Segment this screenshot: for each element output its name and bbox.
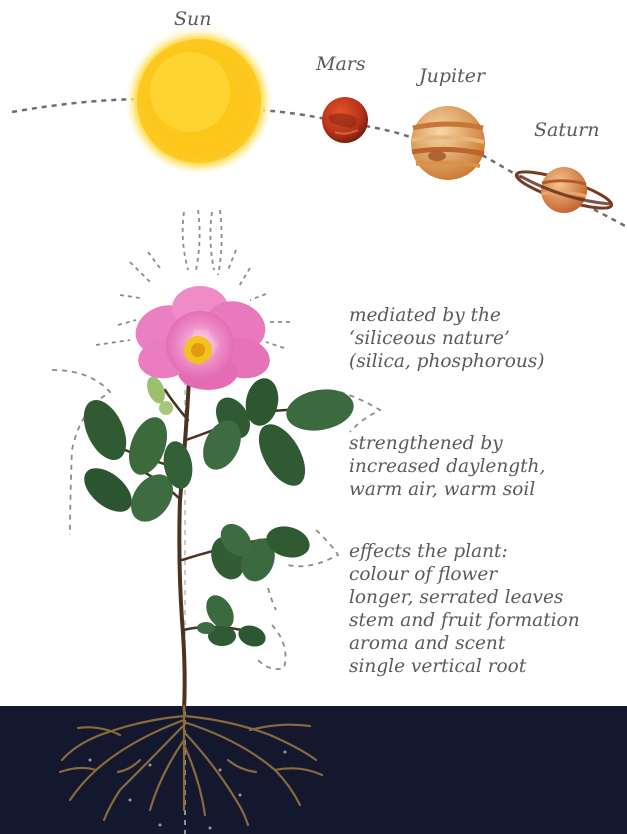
- plant-leaves: [75, 376, 357, 651]
- mediation-note: mediated by the ‘siliceous nature’ (sili…: [349, 304, 545, 373]
- effect-item: colour of flower: [349, 563, 580, 586]
- rose-flower-icon: [129, 286, 273, 390]
- jupiter-label: Jupiter: [419, 67, 485, 86]
- saturn-icon: [513, 165, 614, 215]
- strengthening-note: strengthened by increased daylength, war…: [349, 432, 545, 501]
- effect-item: stem and fruit formation: [349, 609, 580, 632]
- note-line: ‘siliceous nature’: [349, 327, 545, 350]
- effect-item: single vertical root: [349, 655, 580, 678]
- note-line: strengthened by: [349, 432, 545, 455]
- note-line: warm air, warm soil: [349, 478, 545, 501]
- saturn-label: Saturn: [534, 121, 600, 140]
- effects-note: effects the plant: colour of flower long…: [349, 540, 580, 678]
- mars-icon: [322, 97, 368, 143]
- note-line: increased daylength,: [349, 455, 545, 478]
- jupiter-icon: [411, 106, 485, 180]
- note-line: (silica, phosphorous): [349, 350, 545, 373]
- note-line: mediated by the: [349, 304, 545, 327]
- sun-label: Sun: [174, 10, 212, 29]
- effect-item: longer, serrated leaves: [349, 586, 580, 609]
- sun-icon: [125, 27, 273, 175]
- effect-item: aroma and scent: [349, 632, 580, 655]
- effects-heading: effects the plant:: [349, 540, 580, 563]
- mars-label: Mars: [316, 55, 366, 74]
